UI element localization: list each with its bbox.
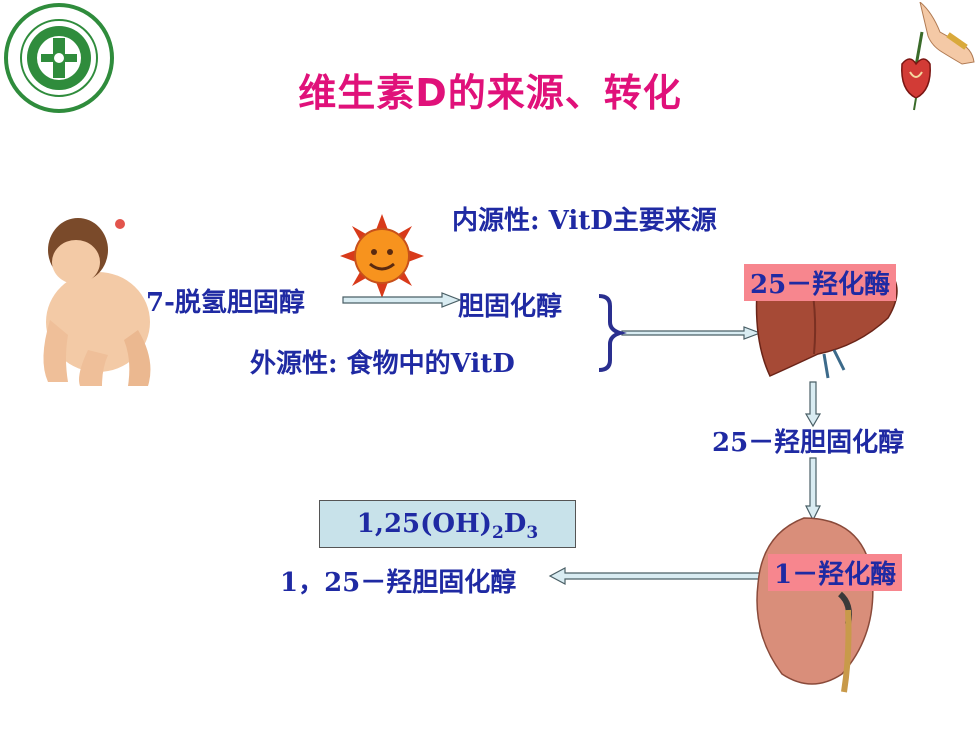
sun-icon [340, 214, 424, 298]
exogenous-label: 外源性: 食物中的VitD [250, 349, 515, 379]
hand-flower-icon [901, 2, 975, 111]
formula-box: 1,25(OH)2D3 [319, 500, 576, 548]
enzyme-25-label: 25－羟化酶 [744, 264, 897, 301]
dehydrocholesterol-label: 7-脱氢胆固醇 [146, 288, 305, 318]
dihydroxy-label: 1，25－羟胆固化醇 [280, 568, 517, 598]
baby-image [43, 218, 151, 386]
slide-title: 维生素D的来源、转化 [298, 71, 682, 115]
kidney-image [756, 517, 874, 693]
endogenous-label: 内源性: VitD主要来源 [452, 206, 717, 236]
formula-text: 1,25(OH)2D3 [356, 509, 539, 544]
25-hydroxy-label: 25－羟胆固化醇 [712, 428, 905, 458]
brace-icon [598, 294, 627, 372]
cholecalciferol-label: 胆固化醇 [458, 292, 563, 322]
enzyme-1-label: 1－羟化酶 [768, 554, 903, 591]
school-logo [4, 3, 114, 113]
